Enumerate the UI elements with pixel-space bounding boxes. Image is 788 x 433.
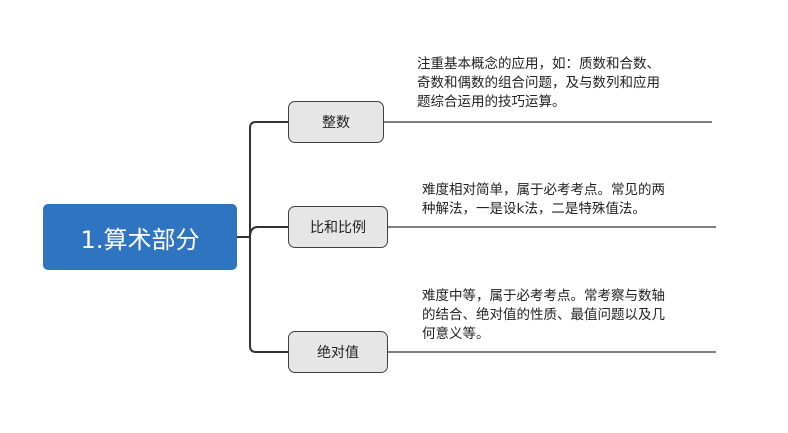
connector-branch-3: [249, 237, 288, 353]
branch-node-integers[interactable]: 整数: [288, 101, 384, 143]
branch-node-ratio-proportion[interactable]: 比和比例: [288, 206, 388, 248]
root-topic-label: 1.算术部分: [80, 225, 200, 254]
connector-branch-1: [249, 121, 288, 237]
branch-node-absolute-value[interactable]: 绝对值: [288, 331, 388, 373]
root-topic-node[interactable]: 1.算术部分: [43, 204, 237, 270]
branch-label-integers: 整数: [322, 115, 350, 131]
connector-branch-2: [249, 226, 288, 238]
note-absolute-value: 难度中等，属于必考考点。常考察与数轴 的结合、绝对值的性质、最值问题以及几 何意…: [422, 288, 665, 342]
note-ratio-proportion: 难度相对简单，属于必考考点。常见的两 种解法，一是设k法，二是特殊值法。: [422, 182, 665, 217]
note-integers: 注重基本概念的应用，如：质数和合数、 奇数和偶数的组合问题，及与数列和应用 题综…: [417, 56, 660, 110]
branch-label-absolute-value: 绝对值: [317, 345, 359, 361]
branch-label-ratio-proportion: 比和比例: [310, 220, 366, 236]
